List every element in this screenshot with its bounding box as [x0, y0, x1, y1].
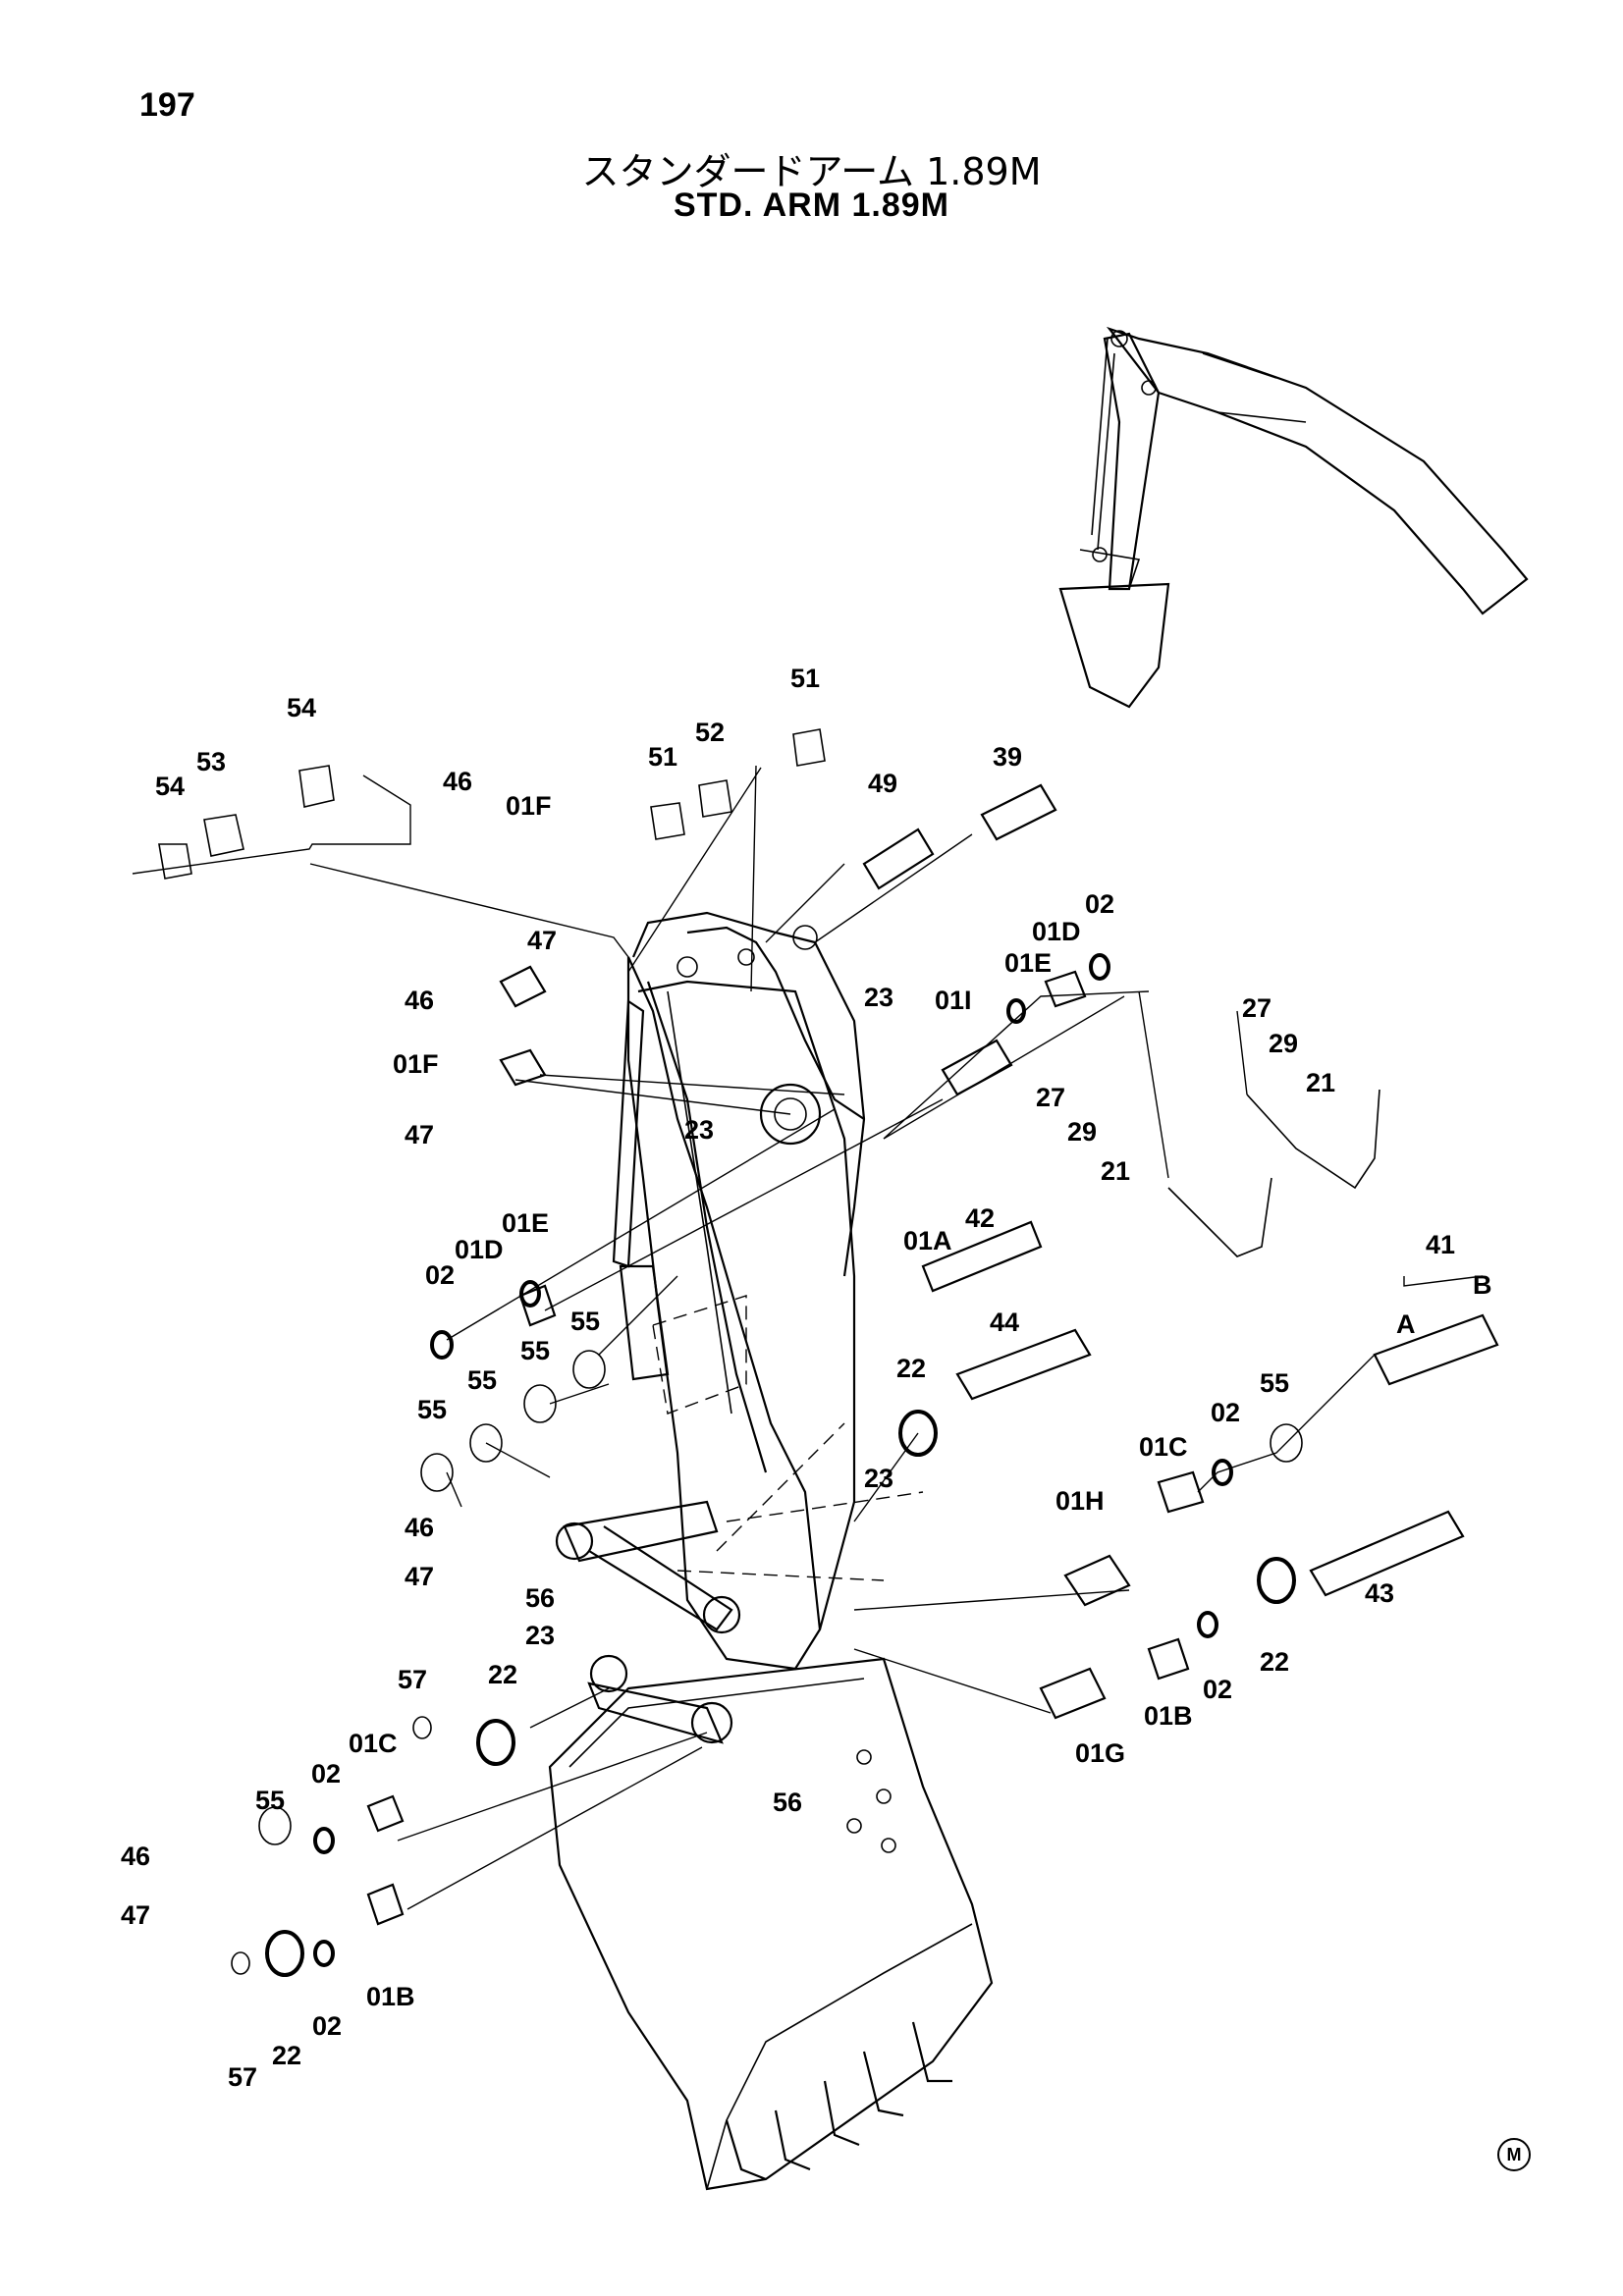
callout-label: 02 [425, 1260, 455, 1290]
callout-label: 01F [506, 791, 552, 821]
callout-label: 22 [272, 2041, 301, 2070]
title-japanese: スタンダードアーム 1.89M [581, 150, 1042, 193]
hose-icon [1167, 1089, 1380, 1257]
callout-label: 01G [1075, 1738, 1125, 1768]
callout-label: 23 [684, 1115, 714, 1145]
callout-label: 02 [1085, 889, 1114, 919]
callout-label: 21 [1306, 1068, 1335, 1097]
callout-label: 57 [228, 2062, 257, 2092]
callout-label: 01F [393, 1049, 439, 1079]
callout-label: B [1473, 1270, 1492, 1300]
callout-label: 43 [1365, 1578, 1394, 1608]
callout-label: 27 [1242, 993, 1271, 1023]
pin-icon [366, 783, 1499, 1926]
callout-label: 52 [695, 718, 725, 747]
callout-label: 44 [990, 1308, 1019, 1337]
callout-label: 01I [935, 986, 972, 1015]
callout-label: 55 [570, 1307, 600, 1336]
callout-label: 55 [1260, 1368, 1289, 1398]
callout-label: 22 [896, 1354, 926, 1383]
callout-label: 47 [405, 1120, 434, 1149]
shim-icon [158, 728, 1303, 1845]
callout-label: 55 [417, 1395, 447, 1424]
excavator-overview-icon [1058, 326, 1529, 709]
callout-label: 47 [527, 926, 557, 955]
page-number: 197 [139, 86, 195, 124]
callout-label: 53 [196, 747, 226, 776]
mark-badge: M [1497, 2138, 1531, 2171]
callout-label: 49 [868, 769, 897, 798]
callout-label: 54 [287, 693, 316, 722]
callout-label: 23 [864, 983, 893, 1012]
callout-label: 02 [311, 1759, 341, 1789]
callout-label: 55 [467, 1365, 497, 1395]
callout-label: 02 [1203, 1675, 1232, 1704]
callout-label: 21 [1101, 1156, 1130, 1186]
callout-label: 23 [864, 1464, 893, 1493]
callout-label: 01C [1139, 1432, 1188, 1462]
callout-label: 46 [443, 767, 472, 796]
callout-label: 39 [993, 742, 1022, 772]
callout-label: 23 [525, 1621, 555, 1650]
callout-label: 01A [903, 1226, 952, 1255]
callout-label: 01B [366, 1982, 415, 2011]
callout-label: 01D [1032, 917, 1081, 946]
callout-label: 51 [648, 742, 677, 772]
callout-label: 29 [1269, 1029, 1298, 1058]
callout-label: 01B [1144, 1701, 1193, 1731]
bucket-icon [548, 1657, 994, 2191]
link-icon [555, 1500, 741, 1744]
callout-label: 51 [790, 664, 820, 693]
callout-label: 55 [255, 1786, 285, 1815]
callout-label: 46 [405, 1513, 434, 1542]
callout-label: 27 [1036, 1083, 1065, 1112]
callout-labels: 54 53 54 46 01F 47 51 52 51 49 39 46 01F… [121, 664, 1492, 2092]
arm-icon [626, 911, 866, 1671]
callout-label: 56 [525, 1583, 555, 1613]
callout-label: 01H [1055, 1486, 1105, 1516]
leader-lines [132, 765, 1484, 1910]
callout-label: 01E [502, 1208, 549, 1238]
callout-label: 42 [965, 1203, 995, 1233]
callout-label: 56 [773, 1788, 802, 1817]
callout-label: 55 [520, 1336, 550, 1365]
callout-label: 47 [121, 1900, 150, 1930]
title-english: STD. ARM 1.89M [673, 187, 949, 224]
callout-label: 01C [349, 1729, 398, 1758]
callout-label: 46 [121, 1842, 150, 1871]
callout-label: 41 [1426, 1230, 1455, 1259]
callout-label: 22 [488, 1660, 517, 1689]
callout-label: 02 [312, 2011, 342, 2041]
callout-label: 01D [455, 1235, 504, 1264]
callout-label: 01E [1004, 948, 1052, 978]
callout-label: 54 [155, 772, 185, 801]
seal-ring-icon [231, 953, 1296, 1977]
callout-label: 47 [405, 1562, 434, 1591]
callout-label: 02 [1211, 1398, 1240, 1427]
callout-label: A [1396, 1309, 1416, 1339]
callout-label: 29 [1067, 1117, 1097, 1147]
callout-label: 46 [405, 986, 434, 1015]
callout-label: 22 [1260, 1647, 1289, 1677]
callout-label: 57 [398, 1665, 427, 1694]
